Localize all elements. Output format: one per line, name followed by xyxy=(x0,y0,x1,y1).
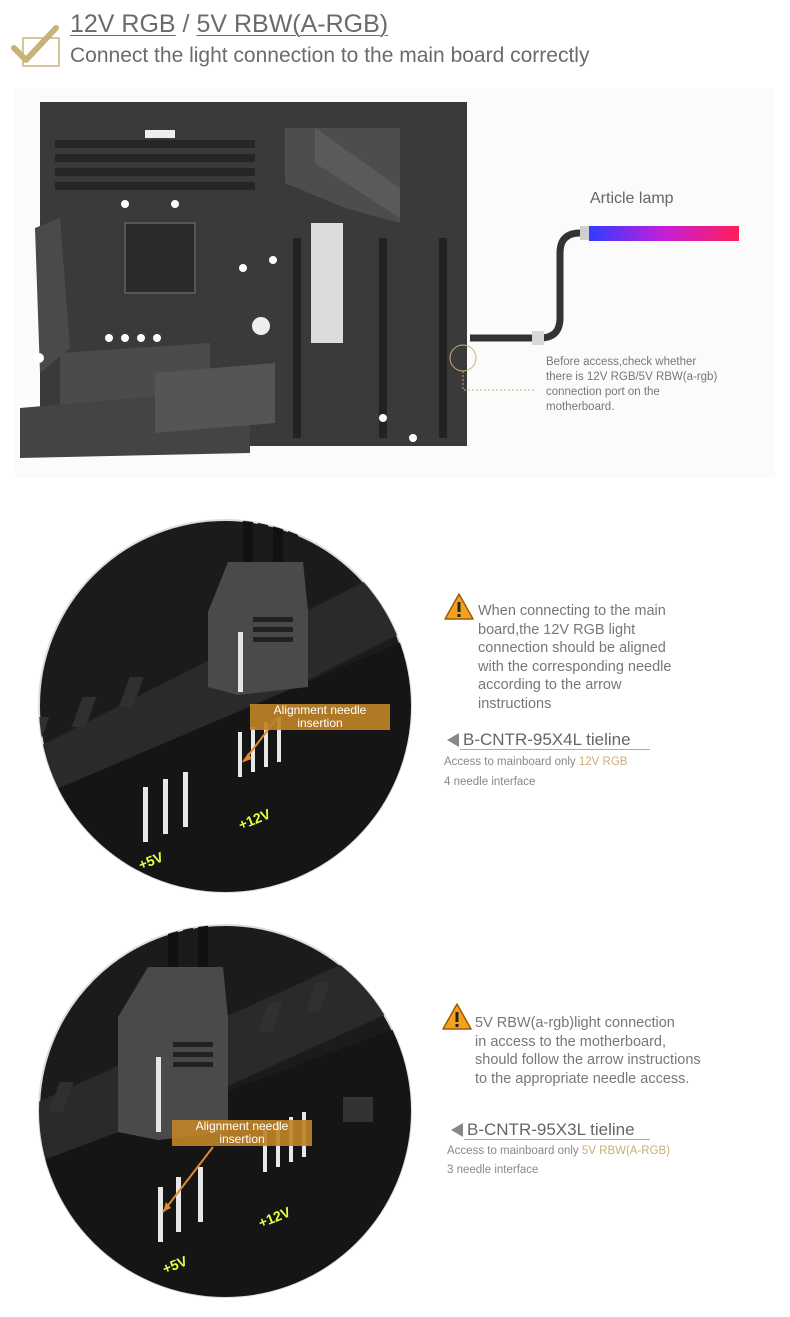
article-lamp-label: Article lamp xyxy=(590,190,674,207)
note-line: connection port on the xyxy=(546,386,660,398)
checkmark-icon xyxy=(11,25,60,67)
note-line: motherboard. xyxy=(546,401,615,413)
warning-line: board,the 12V RGB light xyxy=(478,621,636,638)
access-prefix: Access to mainboard only xyxy=(444,756,579,768)
12v-warning-text: When connecting to the main board,the 12… xyxy=(478,602,738,713)
needle-count-4: 4 needle interface xyxy=(444,776,536,788)
callout-line: Alignment needle xyxy=(273,703,367,717)
part-title-95x4l: B-CNTR-95X4L tieline xyxy=(463,730,631,749)
motherboard-illustration xyxy=(15,88,775,478)
callout-line: insertion xyxy=(219,1132,265,1146)
note-line: Before access,check whether xyxy=(546,356,697,368)
alignment-callout: Alignment needle insertion xyxy=(250,704,390,730)
access-prefix: Access to mainboard only xyxy=(447,1145,582,1157)
warning-line: connection should be aligned xyxy=(478,640,666,656)
access-info-5v: Access to mainboard only 5V RBW(A-RGB) xyxy=(447,1142,670,1161)
warning-line: according to the arrow xyxy=(478,677,622,693)
arrow-left-icon xyxy=(447,733,459,747)
warning-icon xyxy=(442,1003,472,1030)
warning-line: with the corresponding needle xyxy=(478,658,672,675)
5v-connector-closeup xyxy=(38,924,412,1298)
callout-line: insertion xyxy=(297,716,343,730)
divider xyxy=(460,749,650,750)
access-info-12v: Access to mainboard only 12V RGB xyxy=(444,753,627,772)
access-check-note: Before access,check whether there is 12V… xyxy=(546,355,746,415)
arrow-left-icon xyxy=(451,1123,463,1137)
part-title-95x3l: B-CNTR-95X3L tieline xyxy=(467,1120,635,1139)
page-title: 12V RGB / 5V RBW(A-RGB) xyxy=(70,10,388,39)
access-highlight: 12V RGB xyxy=(578,756,628,768)
warning-line: 5V RBW(a-rgb)light connection xyxy=(475,1015,675,1031)
page-subtitle: Connect the light connection to the main… xyxy=(70,44,590,67)
title-12v-rgb: 12V RGB xyxy=(70,10,176,38)
warning-line: in access to the motherboard, xyxy=(475,1033,667,1050)
warning-icon xyxy=(444,593,474,620)
title-separator: / xyxy=(175,10,197,38)
divider xyxy=(464,1139,650,1140)
warning-line: instructions xyxy=(478,695,552,712)
callout-line: Alignment needle xyxy=(195,1119,289,1133)
5v-warning-text: 5V RBW(a-rgb)light connection in access … xyxy=(475,1014,765,1088)
alignment-callout: Alignment needle insertion xyxy=(172,1120,312,1146)
warning-line: to the appropriate needle access. xyxy=(475,1070,690,1087)
warning-line: When connecting to the main xyxy=(478,603,666,619)
note-line: there is 12V RGB/5V RBW(a-rgb) xyxy=(546,371,718,383)
12v-connector-closeup xyxy=(38,519,412,893)
access-highlight: 5V RBW(A-RGB) xyxy=(581,1145,671,1157)
needle-count-3: 3 needle interface xyxy=(447,1164,539,1176)
title-5v-rbw: 5V RBW(A-RGB) xyxy=(196,10,389,38)
warning-line: should follow the arrow instructions xyxy=(475,1052,701,1068)
